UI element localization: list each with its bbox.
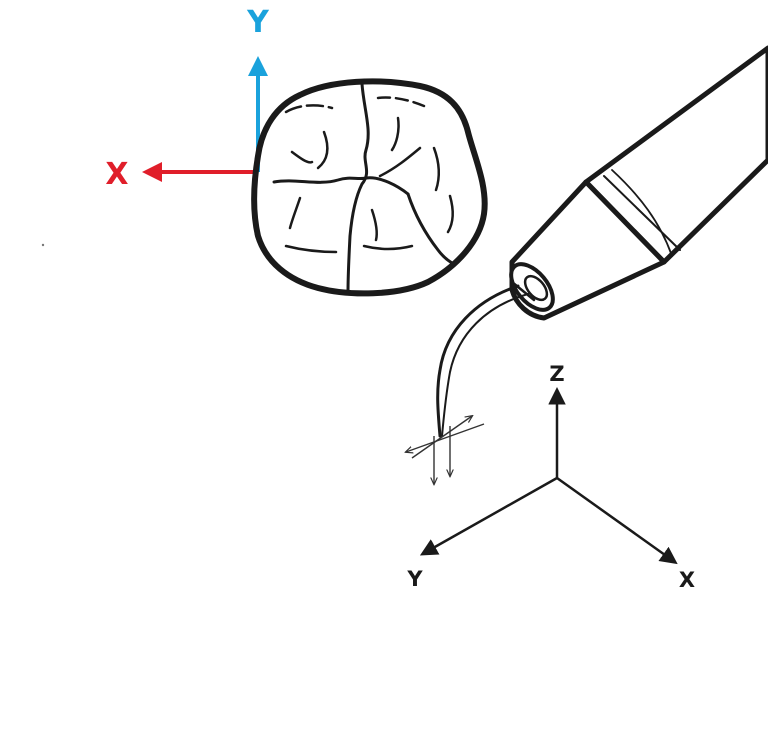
tooth-x-axis-label: X xyxy=(105,157,128,192)
tooth-y-axis-label: Y xyxy=(246,5,270,40)
tooth-axes: Y X xyxy=(105,5,270,192)
tooth-outline xyxy=(251,78,488,297)
tool-x-axis-label: X xyxy=(679,568,695,592)
tool-y-axis xyxy=(419,476,558,556)
stray-mark xyxy=(41,243,45,247)
tip-motion-icon xyxy=(406,416,485,484)
tool-y-axis-label: Y xyxy=(406,567,423,591)
tool-z-axis-label: Z xyxy=(549,362,564,386)
handpiece-icon xyxy=(436,45,768,438)
tooth-icon xyxy=(251,78,488,297)
tool-x-axis xyxy=(556,476,678,565)
tool-axes: Z Y X xyxy=(406,362,695,592)
